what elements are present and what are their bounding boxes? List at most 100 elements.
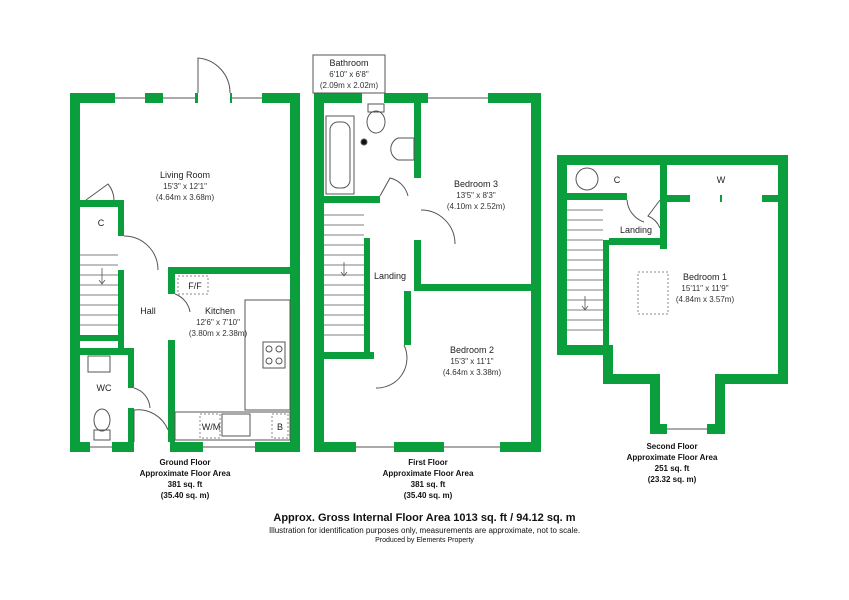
second-fixtures [575, 167, 669, 315]
second-outer-wall-left [557, 155, 567, 355]
living-room-imperial: 15'3" x 12'1" [163, 182, 207, 191]
first-floor-caption-subtitle: Approximate Floor Area [383, 469, 474, 478]
first-floor-caption-title: First Floor [408, 458, 448, 467]
ground-cupboard-name: C [98, 218, 105, 228]
wc-toilet-cistern [93, 429, 111, 441]
bathroom-fan [360, 138, 368, 146]
second-cupboard-name: C [614, 175, 621, 185]
bedroom2-name: Bedroom 2 [450, 345, 494, 355]
roof-window [637, 271, 669, 315]
bedroom1-name: Bedroom 1 [683, 272, 727, 282]
second-outer-wall-top [557, 155, 788, 165]
kitchen-worktop [244, 299, 291, 411]
bath-inner [329, 121, 351, 189]
ground-fixtures [87, 275, 291, 441]
wc-toilet-bowl [93, 408, 111, 432]
second-door-swings [626, 199, 661, 229]
first-wall-bedrooms-divider [414, 284, 531, 291]
first-wall-bathroom-bottom [324, 196, 380, 203]
kitchen-metric: (3.80m x 2.38m) [189, 329, 248, 338]
bathroom-label-box [312, 54, 386, 94]
second-wall-stair-bottom [557, 345, 609, 355]
kitchen-sink [221, 413, 251, 437]
water-tank [575, 167, 599, 191]
ground-wall-wc-right-lower [128, 408, 134, 442]
second-wall-landing-bottom [609, 238, 667, 245]
second-wall-bay-left [650, 374, 660, 434]
bathroom-basin [390, 137, 415, 161]
bathroom-toilet-cistern [367, 103, 385, 113]
first-stairs [324, 214, 364, 336]
first-outer-wall-bottom [314, 442, 541, 452]
second-wall-lower-left-join [603, 345, 613, 384]
second-floor-caption-title: Second Floor [646, 442, 697, 451]
first-wall-landing-bottom [324, 352, 374, 359]
ground-door-swing-hall [123, 235, 159, 271]
ground-wall-hall-left [118, 270, 124, 348]
kitchen-imperial: 12'6" x 7'10" [196, 318, 240, 327]
first-floor-plan [314, 93, 541, 452]
bedroom3-imperial: 13'5" x 8'3" [456, 191, 496, 200]
ground-outer-wall-left [70, 93, 80, 452]
wc-basin [87, 355, 111, 373]
bedroom2-imperial: 15'3" x 11'1" [450, 357, 493, 366]
washing-machine-box [199, 413, 221, 439]
bedroom2-metric: (4.64m x 3.38m) [443, 368, 502, 377]
boiler-box [271, 413, 289, 439]
first-outer-wall-right [531, 93, 541, 452]
bedroom1-metric: (4.84m x 3.57m) [676, 295, 735, 304]
ground-floor-plan [70, 93, 300, 452]
bathroom-toilet [366, 110, 386, 134]
ground-floor-caption-subtitle: Approximate Floor Area [140, 469, 231, 478]
ground-wall-cupboard-right [118, 200, 124, 236]
ground-door-swing-front [133, 409, 169, 442]
first-wall-bathroom-right [414, 103, 421, 178]
gross-floor-area-title: Approx. Gross Internal Floor Area 1013 s… [273, 512, 576, 524]
kitchen-hob [262, 341, 286, 369]
ground-wall-cupboard-top [80, 200, 124, 207]
ground-wall-kitchen-top [168, 267, 290, 274]
ground-stairs [80, 254, 118, 326]
second-stairs [567, 209, 603, 331]
ground-wall-kitchen-left [168, 340, 175, 442]
ground-door-swing-wc [133, 387, 151, 409]
ground-door-swing-garden [197, 57, 231, 94]
disclaimer-text: Illustration for identification purposes… [268, 526, 581, 535]
ground-floor-caption-metric: (35.40 sq. m) [161, 491, 210, 500]
first-wall-bedroom3-left [414, 240, 421, 287]
second-floor-caption-subtitle: Approximate Floor Area [627, 453, 718, 462]
bedroom3-metric: (4.10m x 2.52m) [447, 202, 506, 211]
second-wall-stair-right [603, 240, 609, 355]
first-landing-name: Landing [374, 271, 406, 281]
second-openings [667, 195, 762, 434]
living-room-metric: (4.64m x 3.68m) [156, 193, 215, 202]
second-outer-wall-right [778, 155, 788, 384]
producer-credit: Produced by Elements Property [375, 537, 474, 544]
bathroom-imperial: 6'10" x 6'8" [329, 70, 369, 79]
ground-window-lines [90, 97, 262, 448]
wc-name: WC [97, 383, 112, 393]
ground-outer-wall-bottom [70, 442, 300, 452]
ground-wall-kitchen-left-top [168, 267, 175, 294]
first-outer-wall-left [314, 93, 324, 452]
ground-floor-caption-title: Ground Floor [159, 458, 210, 467]
second-wall-cupboard-right [660, 165, 667, 249]
boiler-name: B [277, 422, 283, 432]
second-wall-bay-right [715, 374, 725, 434]
fridge-freezer-name: F/F [188, 281, 202, 291]
first-wall-bedroom2-left [404, 291, 411, 345]
bedroom1-imperial: 15'11" x 11'9" [681, 284, 728, 293]
second-floor-caption-imperial: 251 sq. ft [655, 464, 690, 473]
bathroom-metric: (2.09m x 2.02m) [320, 81, 379, 90]
first-wall-stairs-right [364, 238, 370, 352]
kitchen-bottom-counter [174, 411, 291, 441]
ground-floor-caption-imperial: 381 sq. ft [168, 480, 203, 489]
ground-wall-wc-top [80, 348, 134, 355]
ground-door-swing-cupboard [85, 183, 115, 201]
second-wall-cupboard-bottom [567, 193, 627, 200]
kitchen-name: Kitchen [205, 306, 235, 316]
first-window-lines [356, 97, 500, 448]
ground-wall-wc-right [128, 348, 134, 388]
second-wall-bottom-left [603, 374, 658, 384]
ground-outer-wall-right [290, 93, 300, 452]
